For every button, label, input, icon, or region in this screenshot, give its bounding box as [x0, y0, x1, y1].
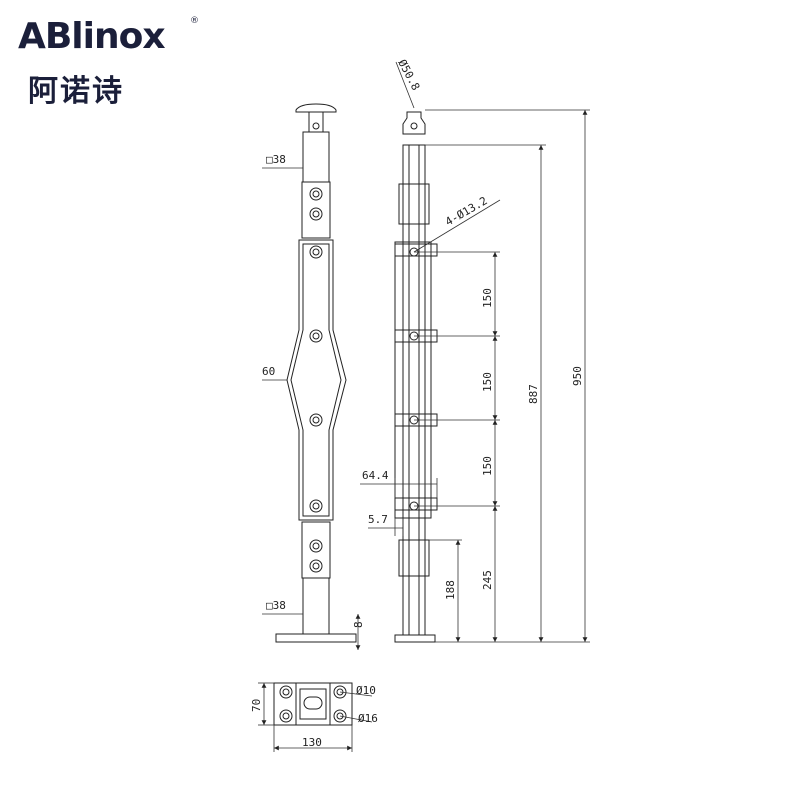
front-diamond-body	[286, 239, 347, 521]
front-lower-block	[301, 521, 331, 579]
base-width-label: 130	[302, 736, 322, 749]
base-plate-dimensions	[258, 682, 373, 752]
front-saddle	[295, 103, 337, 113]
front-base-height-label: 8	[352, 621, 365, 628]
logo-text-cn: 阿诺诗	[28, 74, 124, 109]
front-dimensions	[262, 167, 361, 650]
gap-label: 5.7	[368, 513, 388, 526]
clamp-offset-label: 64.4	[362, 469, 389, 482]
side-holes	[409, 247, 419, 511]
front-top-square-label: □38	[266, 153, 286, 166]
front-upper-block	[301, 181, 331, 239]
side-base-plate	[394, 634, 436, 643]
total-height-label: 950	[571, 366, 584, 386]
side-post	[402, 144, 426, 636]
front-bottom-tube	[302, 577, 330, 635]
front-middle-width-label: 60	[262, 365, 275, 378]
logo-text-en: ABlinox	[18, 16, 166, 57]
spacing-label-3: 150	[481, 456, 494, 476]
spacing-label-1: 150	[481, 288, 494, 308]
handrail-diameter-label: Ø50.8	[395, 57, 422, 92]
front-bottom-square-label: □38	[266, 599, 286, 612]
hole-large-label: Ø16	[358, 712, 378, 725]
rail-height-label: 188	[444, 580, 457, 600]
spacing-label-2: 150	[481, 372, 494, 392]
brand-logo: ABlinox ® 阿诺诗	[18, 12, 199, 109]
front-bolts	[309, 187, 323, 573]
bottom-hole-height-label: 245	[481, 570, 494, 590]
registered-mark: ®	[190, 16, 199, 26]
base-height-label: 70	[250, 699, 263, 712]
side-saddle	[402, 111, 426, 135]
post-height-label: 887	[527, 384, 540, 404]
front-base-plate	[275, 633, 357, 643]
base-plate-plan	[273, 682, 353, 726]
front-top-tube	[302, 131, 330, 183]
side-rail-plate	[394, 241, 432, 519]
side-view	[394, 111, 438, 643]
side-dimensions	[360, 61, 590, 643]
front-view	[275, 103, 357, 643]
hole-small-label: Ø10	[356, 684, 376, 697]
hole-diameter-label: 4-Ø13.2	[443, 194, 490, 228]
